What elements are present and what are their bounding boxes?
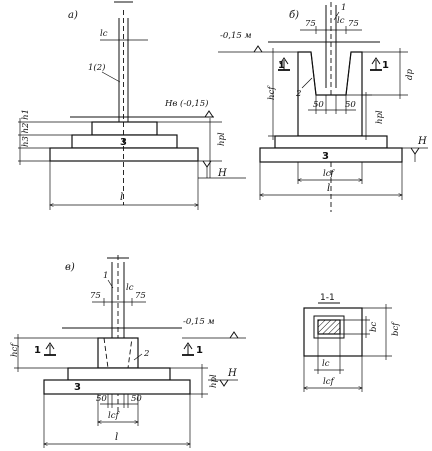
section-title: 1-1	[320, 293, 335, 303]
panel-b-base-width: l	[327, 183, 330, 194]
panel-b-ground-mark: H	[417, 136, 427, 147]
panel-c-step	[67, 367, 171, 381]
section-bc-dim: bc	[340, 316, 379, 338]
panel-a-lc-label: lc	[100, 29, 108, 39]
panel-a-base-width: l	[120, 192, 123, 203]
panel-a-level-mark: Нв (-0,15)	[164, 98, 209, 109]
panel-b-base-step	[274, 135, 388, 149]
panel-c-dim-75-left: 75	[90, 291, 101, 301]
panel-b-dim-lc: lc	[337, 16, 345, 26]
panel-b-lcf-dim: lcf	[298, 162, 362, 184]
panel-b-hcf-label: hcf	[267, 85, 277, 100]
panel-b-label: б)	[289, 10, 299, 21]
panel-c-glass-label: 2	[143, 349, 149, 359]
panel-c-base-slab	[43, 379, 191, 395]
panel-a-lc-dim: lc	[100, 29, 148, 44]
panel-b-dp-label: dp	[405, 69, 415, 80]
panel-a: а) lc 1(2) Нв (-0,15) 3	[18, 1, 246, 210]
panel-a-hpl-label: hpl	[217, 132, 227, 146]
panel-b-hpl-dim: hpl	[362, 92, 385, 140]
panel-b-base-slab	[259, 147, 403, 163]
panel-c-hcf-dim: hcf	[10, 334, 98, 372]
section-1-1: 1-1 bc bcf lc l	[303, 293, 401, 392]
panel-a-step-1	[49, 147, 199, 162]
panel-a-heights-label: h3 h2 h1	[21, 109, 31, 147]
panel-b-hpl-label: hpl	[375, 110, 385, 124]
panel-b-section-left: 1	[278, 60, 285, 71]
panel-c-section-right: 1	[196, 345, 203, 356]
panel-c-hcf-label: hcf	[10, 342, 20, 357]
section-lcf-dim: lcf	[304, 356, 362, 392]
panel-b-dim-75-left: 75	[305, 19, 316, 29]
panel-c-column-label: 1	[103, 271, 108, 281]
panel-b-dp-dim: dp	[346, 48, 415, 99]
section-pocket	[313, 315, 345, 339]
panel-b-level-mark: -0,15 м	[220, 31, 252, 41]
panel-b-dim-1: 1	[341, 3, 346, 13]
panel-a-column	[114, 1, 133, 125]
panel-a-step-3	[91, 121, 158, 136]
panel-c-dim-75-right: 75	[135, 291, 146, 301]
panel-a-base-dim: l	[50, 161, 198, 210]
panel-c-glass: 1 1 2	[34, 337, 203, 369]
panel-c-level-mark: -0,15 м	[183, 317, 215, 327]
panel-c-top-dims: 75 75 lc	[90, 283, 146, 306]
panel-a-step-heights: h3 h2 h1	[18, 109, 92, 165]
panel-c-ground-mark: H	[227, 368, 237, 379]
section-lcf-label: lcf	[323, 377, 335, 387]
panel-b-glass-label: 2	[295, 89, 301, 99]
panel-b: б) 75 75 lc 1 -0,15 м	[218, 2, 428, 212]
panel-b-base-dim: l	[260, 162, 402, 200]
panel-c-hpl-dim: hpl H	[170, 364, 238, 398]
section-lc-dim: lc	[314, 334, 344, 374]
panel-c-hpl-label: hpl	[209, 374, 219, 388]
panel-a-ground-mark: H	[217, 168, 227, 179]
panel-b-base-label: 3	[322, 151, 329, 162]
panel-c-lcf-label: lcf	[108, 411, 120, 421]
panel-c-section-left: 1	[34, 345, 41, 356]
panel-c-base-dim: l	[44, 394, 190, 448]
panel-c-label: в)	[65, 262, 75, 273]
panel-b-lcf-label: lcf	[323, 169, 335, 179]
panel-b-dim-75-right: 75	[348, 19, 359, 29]
panel-b-dim-50-right: 50	[345, 100, 356, 110]
panel-b-glass: 1 1 2	[278, 51, 389, 137]
panel-c-bottom-glass-dims: 50 50	[96, 394, 142, 408]
panel-a-hpl-dim: hpl H	[157, 118, 246, 179]
panel-b-bottom-glass-dims: 50 50	[308, 95, 356, 114]
panel-a-label: а)	[68, 10, 78, 21]
panel-b-top-dims: 75 75 lc 1	[300, 3, 362, 34]
panel-c-dim-lc: lc	[126, 283, 134, 293]
section-bcf-label: bcf	[391, 321, 401, 336]
section-bc-label: bc	[369, 322, 379, 332]
section-column-hatch	[317, 319, 341, 335]
panel-c-base-width: l	[115, 432, 118, 443]
panel-b-section-right: 1	[382, 60, 389, 71]
section-bcf-dim: bcf	[362, 304, 401, 360]
panel-a-column-callout: 1(2)	[88, 62, 105, 73]
panel-c-dim-50-right: 50	[131, 394, 142, 404]
panel-c-dim-50-left: 50	[96, 394, 107, 404]
section-lc-label: lc	[322, 359, 330, 369]
panel-b-dim-50-left: 50	[313, 100, 324, 110]
panel-c: в) 1 75 75 lc -0,15 м	[10, 255, 246, 448]
panel-c-base-label: 3	[74, 382, 81, 393]
panel-c-lcf-dim: lcf	[98, 394, 138, 426]
